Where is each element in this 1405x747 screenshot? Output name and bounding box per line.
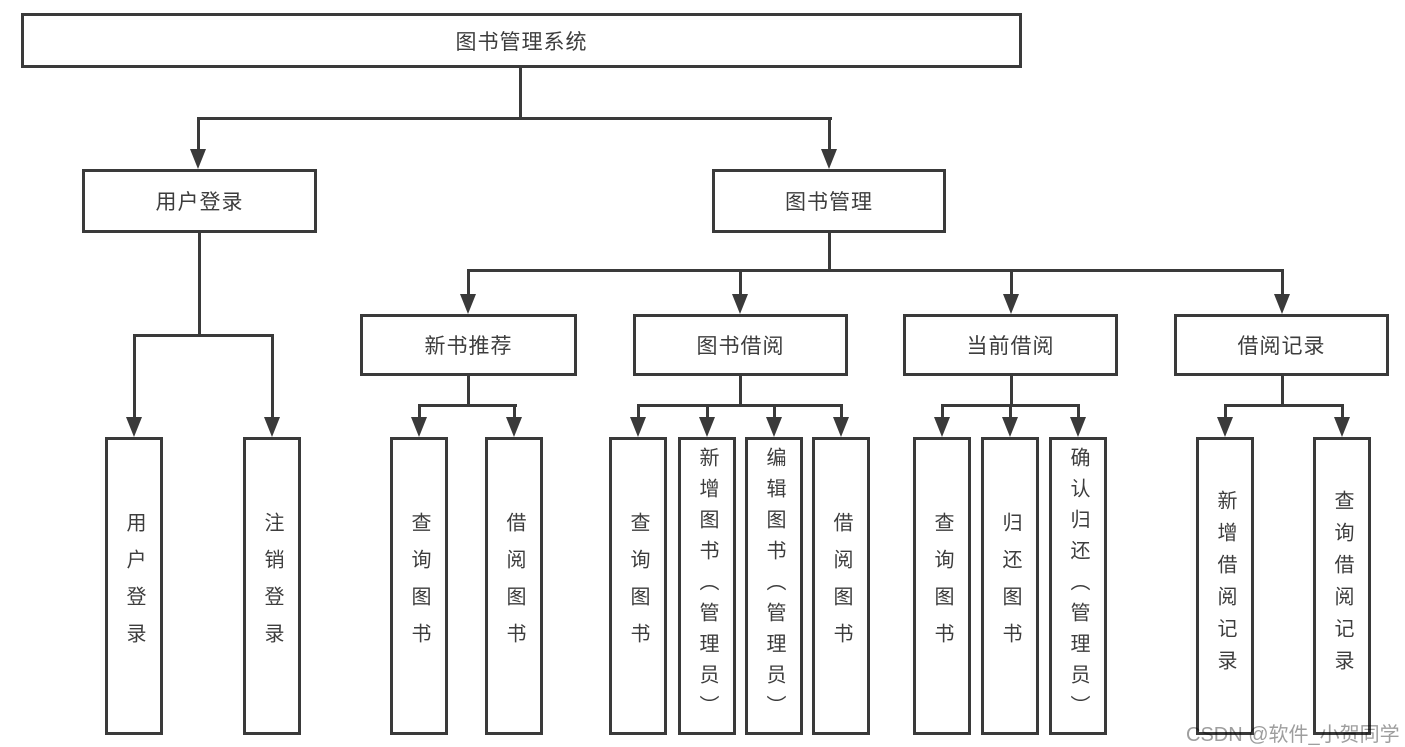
arrow-down-icon	[190, 149, 206, 169]
connector-drop-new-book-recommend	[467, 269, 470, 295]
node-root: 图书管理系统	[21, 13, 1022, 68]
leaf-cb-query-books-label: 查询图书	[931, 512, 953, 660]
node-borrow-records-label: 借阅记录	[1237, 335, 1326, 358]
connector-drop-bb-add	[706, 404, 709, 419]
node-current-borrow: 当前借阅	[903, 314, 1118, 376]
connector-bb-stem	[739, 376, 742, 406]
connector-nb-rail	[418, 404, 517, 407]
connector-bb-rail	[637, 404, 843, 407]
connector-drop-br-add	[1224, 404, 1227, 419]
leaf-cb-confirm-return-admin: 确认归还（管理员）	[1049, 437, 1107, 735]
connector-drop-borrow-records	[1281, 269, 1284, 295]
connector-br-rail	[1224, 404, 1344, 407]
arrow-down-icon	[732, 294, 748, 314]
connector-drop-book-borrow	[739, 269, 742, 295]
connector-drop-bb-borrow	[840, 404, 843, 419]
node-borrow-records: 借阅记录	[1174, 314, 1389, 376]
connector-drop-nb-query	[418, 404, 421, 419]
arrow-down-icon	[699, 417, 715, 437]
connector-book-management-rail	[467, 269, 1284, 272]
connector-br-stem	[1281, 376, 1284, 406]
connector-user-login-stem	[198, 233, 201, 336]
leaf-cb-confirm-return-admin-label: 确认归还（管理员）	[1067, 446, 1089, 726]
csdn-watermark: CSDN @软件_小贺同学	[1186, 724, 1400, 746]
leaf-cb-return-books: 归还图书	[981, 437, 1039, 735]
leaf-bb-edit-books-admin-label: 编辑图书（管理员）	[763, 446, 785, 726]
connector-book-management-stem	[828, 233, 831, 271]
leaf-bb-add-books-admin: 新增图书（管理员）	[678, 437, 736, 735]
connector-drop-br-query	[1341, 404, 1344, 419]
leaf-bb-add-books-admin-label: 新增图书（管理员）	[696, 446, 718, 726]
leaf-br-query-record-label: 查询借阅记录	[1331, 490, 1353, 682]
connector-user-login-rail	[133, 334, 274, 337]
connector-drop-user-login	[197, 117, 200, 151]
leaf-logout: 注销登录	[243, 437, 301, 735]
leaf-logout-label: 注销登录	[261, 512, 283, 660]
leaf-nb-query-books-label: 查询图书	[408, 512, 430, 660]
connector-drop-cb-query	[941, 404, 944, 419]
node-current-borrow-label: 当前借阅	[966, 335, 1055, 358]
node-book-borrow: 图书借阅	[633, 314, 848, 376]
leaf-bb-edit-books-admin: 编辑图书（管理员）	[745, 437, 803, 735]
leaf-bb-borrow-books-label: 借阅图书	[830, 512, 852, 660]
arrow-down-icon	[1334, 417, 1350, 437]
arrow-down-icon	[460, 294, 476, 314]
leaf-bb-query-books-label: 查询图书	[627, 512, 649, 660]
arrow-down-icon	[1003, 294, 1019, 314]
connector-drop-leaf-user-login	[133, 334, 136, 418]
arrow-down-icon	[1217, 417, 1233, 437]
node-book-management: 图书管理	[712, 169, 946, 233]
leaf-user-login-label: 用户登录	[123, 512, 145, 660]
arrow-down-icon	[126, 417, 142, 437]
leaf-bb-query-books: 查询图书	[609, 437, 667, 735]
node-root-label: 图书管理系统	[455, 30, 588, 54]
connector-cb-stem	[1010, 376, 1013, 406]
node-new-book-recommend: 新书推荐	[360, 314, 577, 376]
connector-drop-nb-borrow	[513, 404, 516, 419]
connector-nb-stem	[467, 376, 470, 406]
connector-root-stem	[519, 68, 522, 118]
arrow-down-icon	[411, 417, 427, 437]
node-user-login: 用户登录	[82, 169, 317, 233]
arrow-down-icon	[821, 149, 837, 169]
leaf-cb-query-books: 查询图书	[913, 437, 971, 735]
node-user-login-label: 用户登录	[155, 191, 244, 214]
arrow-down-icon	[1274, 294, 1290, 314]
connector-root-rail	[198, 117, 832, 120]
arrow-down-icon	[506, 417, 522, 437]
connector-drop-cb-return	[1009, 404, 1012, 419]
node-book-borrow-label: 图书借阅	[696, 335, 785, 358]
leaf-br-add-record-label: 新增借阅记录	[1214, 490, 1236, 682]
connector-drop-cb-confirm	[1077, 404, 1080, 419]
leaf-br-query-record: 查询借阅记录	[1313, 437, 1371, 735]
arrow-down-icon	[766, 417, 782, 437]
arrow-down-icon	[1002, 417, 1018, 437]
leaf-br-add-record: 新增借阅记录	[1196, 437, 1254, 735]
leaf-nb-borrow-books-label: 借阅图书	[503, 512, 525, 660]
arrow-down-icon	[934, 417, 950, 437]
connector-drop-book-management	[828, 117, 831, 151]
connector-drop-leaf-logout	[271, 334, 274, 418]
arrow-down-icon	[630, 417, 646, 437]
node-new-book-recommend-label: 新书推荐	[424, 335, 513, 358]
leaf-nb-query-books: 查询图书	[390, 437, 448, 735]
node-book-management-label: 图书管理	[785, 191, 873, 214]
arrow-down-icon	[833, 417, 849, 437]
leaf-cb-return-books-label: 归还图书	[999, 512, 1021, 660]
arrow-down-icon	[264, 417, 280, 437]
leaf-nb-borrow-books: 借阅图书	[485, 437, 543, 735]
leaf-bb-borrow-books: 借阅图书	[812, 437, 870, 735]
connector-drop-current-borrow	[1010, 269, 1013, 295]
leaf-user-login: 用户登录	[105, 437, 163, 735]
connector-drop-bb-query	[637, 404, 640, 419]
connector-drop-bb-edit	[773, 404, 776, 419]
arrow-down-icon	[1070, 417, 1086, 437]
